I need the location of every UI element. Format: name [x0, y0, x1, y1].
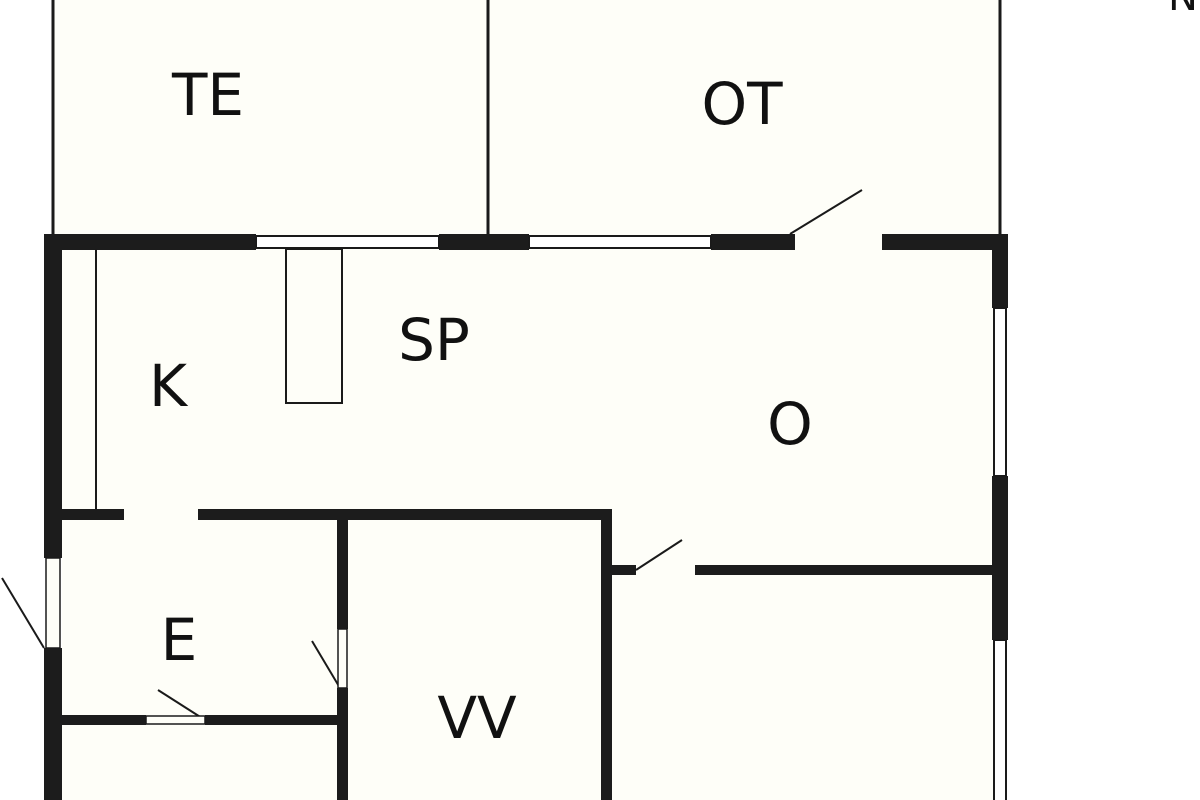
windows [255, 235, 1007, 800]
terrace-floor [54, 0, 487, 236]
outer-walls [44, 234, 1008, 800]
room-label-e: E [160, 606, 198, 674]
wc-door-opening [337, 628, 348, 689]
entrance-door-swing [789, 189, 863, 235]
interior-walls [62, 509, 992, 800]
room-label-sp: SP [398, 306, 470, 374]
room-label-o: O [767, 390, 813, 458]
room-label-te: TE [171, 61, 245, 129]
fireplace [285, 248, 343, 404]
bath-door-opening [145, 715, 206, 725]
room-label-k: K [148, 352, 188, 420]
compass-north-label: N [1168, 0, 1198, 20]
side-door-swing [1, 577, 45, 649]
interior-floor [62, 249, 994, 800]
entrance-opening [795, 234, 882, 250]
room-label-ot: OT [701, 70, 783, 138]
terrace-outlines [51, 0, 1002, 236]
room-label-vv: VV [437, 684, 517, 752]
outdoor-terrace-floor [489, 0, 999, 236]
side-door-opening [45, 557, 61, 649]
interior-door-swings [157, 539, 683, 721]
